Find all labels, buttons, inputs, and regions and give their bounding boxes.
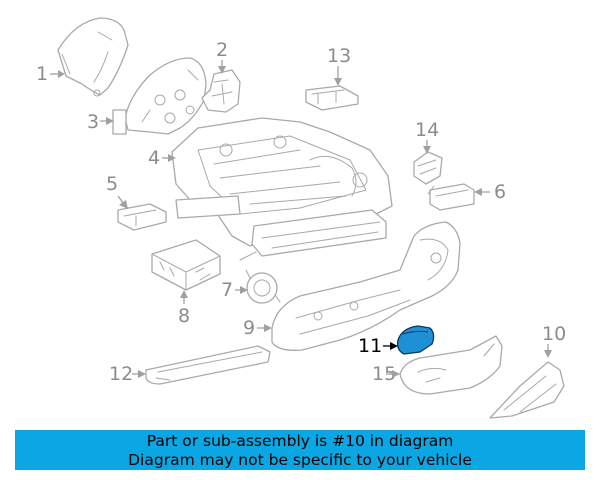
- part-12-trim-strip: [145, 345, 271, 385]
- info-banner: Part or sub-assembly is #10 in diagram D…: [15, 430, 585, 470]
- callout-label-7: 3: [87, 111, 99, 133]
- part-7-side-cover: [112, 57, 207, 135]
- banner-line-2: Diagram may not be specific to your vehi…: [128, 451, 472, 469]
- callout-11: 5: [106, 173, 128, 209]
- callout-1: 4: [148, 147, 176, 169]
- banner-line-1: Part or sub-assembly is #10 in diagram: [146, 432, 454, 450]
- part-14-motor: [427, 183, 475, 211]
- callout-12: 12: [109, 363, 146, 385]
- callout-7: 3: [87, 111, 114, 133]
- callout-10: 11: [358, 335, 398, 357]
- callout-14: 6: [474, 181, 506, 203]
- part-10-highlighted: [396, 325, 435, 355]
- part-9-lower-cover: [399, 335, 503, 395]
- callout-label-9: 15: [372, 363, 396, 385]
- callout-label-13: 13: [327, 45, 351, 67]
- part-8-side-panel: [271, 221, 461, 351]
- callout-13: 13: [327, 45, 351, 86]
- callout-label-8: 9: [243, 317, 255, 339]
- callout-label-12: 12: [109, 363, 133, 385]
- callout-5: 1: [36, 63, 65, 85]
- callout-4: 7: [221, 279, 248, 301]
- callout-15: 14: [415, 119, 439, 154]
- part-4-gear-motor: [245, 269, 281, 304]
- callout-label-14: 6: [494, 181, 506, 203]
- callout-label-15: 14: [415, 119, 439, 141]
- callout-9: 15: [372, 363, 400, 385]
- part-2-bracket: [201, 69, 241, 113]
- part-3-module: [151, 239, 221, 291]
- callout-label-1: 4: [148, 147, 160, 169]
- callout-label-5: 1: [36, 63, 48, 85]
- callout-3: 8: [178, 290, 190, 327]
- callout-6: 10: [542, 323, 566, 358]
- callout-label-11: 5: [106, 173, 118, 195]
- callout-2: 2: [216, 39, 228, 74]
- seat-parts-diagram: 1 2 13 3 14 4 5 6 7: [36, 17, 566, 419]
- callout-label-3: 8: [178, 305, 190, 327]
- callout-label-6: 10: [542, 323, 566, 345]
- callout-label-4: 7: [221, 279, 233, 301]
- callout-label-10: 11: [358, 335, 382, 357]
- part-15-switch: [413, 151, 443, 185]
- part-13-bracket: [305, 85, 359, 111]
- callout-label-2: 2: [216, 39, 228, 61]
- callout-8: 9: [243, 317, 272, 339]
- part-11-cover: [117, 203, 167, 231]
- part-1-seat-frame: [171, 117, 393, 261]
- part-5-shield: [57, 17, 129, 97]
- part-6-cover: [489, 361, 565, 419]
